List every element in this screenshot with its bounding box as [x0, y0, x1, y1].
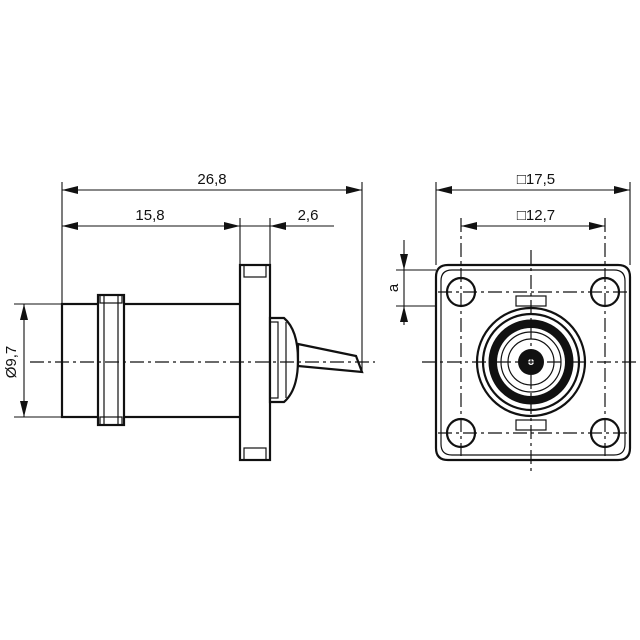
pin-length-label: 2,6 [298, 207, 319, 224]
bayonet-ring [96, 293, 126, 427]
flange-width-label: □17,5 [517, 171, 555, 188]
body-length-label: 15,8 [135, 207, 164, 224]
overall-length-label: 26,8 [197, 171, 226, 188]
body-diameter-label: Ø9,7 [3, 346, 20, 379]
hole-spacing-label: □12,7 [517, 207, 555, 224]
side-view [30, 263, 375, 462]
side-view-dimensions: 26,8 15,8 2,6 Ø9,7 [3, 171, 363, 418]
contact-pin [296, 342, 364, 374]
front-view-dimensions: □17,5 □12,7 a [385, 171, 631, 325]
rear-insulator [268, 316, 300, 404]
connector-body [60, 302, 244, 419]
front-view [422, 218, 640, 475]
hole-offset-label: a [385, 283, 402, 292]
